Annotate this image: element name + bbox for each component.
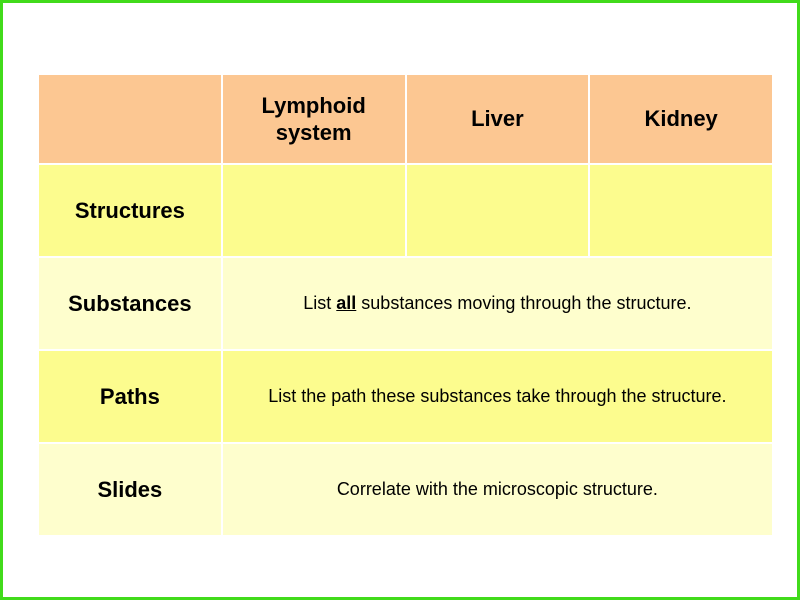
table-row-substances: Substances List all substances moving th… (39, 258, 772, 349)
substances-instruction-prefix: List (303, 293, 337, 313)
substances-instruction-suffix: substances moving through the structure. (356, 293, 692, 313)
substances-instruction-emphasis: all (336, 293, 357, 313)
comparison-table: Lymphoid system Liver Kidney Structures … (37, 73, 774, 537)
row-label-structures: Structures (39, 165, 221, 256)
cell-structures-liver (406, 165, 589, 256)
cell-paths-instruction: List the path these substances take thro… (222, 351, 772, 442)
cell-slides-instruction: Correlate with the microscopic structure… (222, 444, 772, 535)
table-header-row: Lymphoid system Liver Kidney (39, 75, 772, 163)
table-row-structures: Structures (39, 165, 772, 256)
column-header-liver: Liver (406, 75, 589, 163)
row-label-slides: Slides (39, 444, 221, 535)
table-row-slides: Slides Correlate with the microscopic st… (39, 444, 772, 535)
cell-structures-lymphoid-system (222, 165, 405, 256)
row-label-paths: Paths (39, 351, 221, 442)
cell-substances-instruction: List all substances moving through the s… (222, 258, 772, 349)
column-header-kidney: Kidney (590, 75, 772, 163)
column-header-lymphoid-system: Lymphoid system (222, 75, 405, 163)
cell-structures-kidney (590, 165, 772, 256)
table-row-paths: Paths List the path these substances tak… (39, 351, 772, 442)
corner-cell (39, 75, 221, 163)
row-label-substances: Substances (39, 258, 221, 349)
